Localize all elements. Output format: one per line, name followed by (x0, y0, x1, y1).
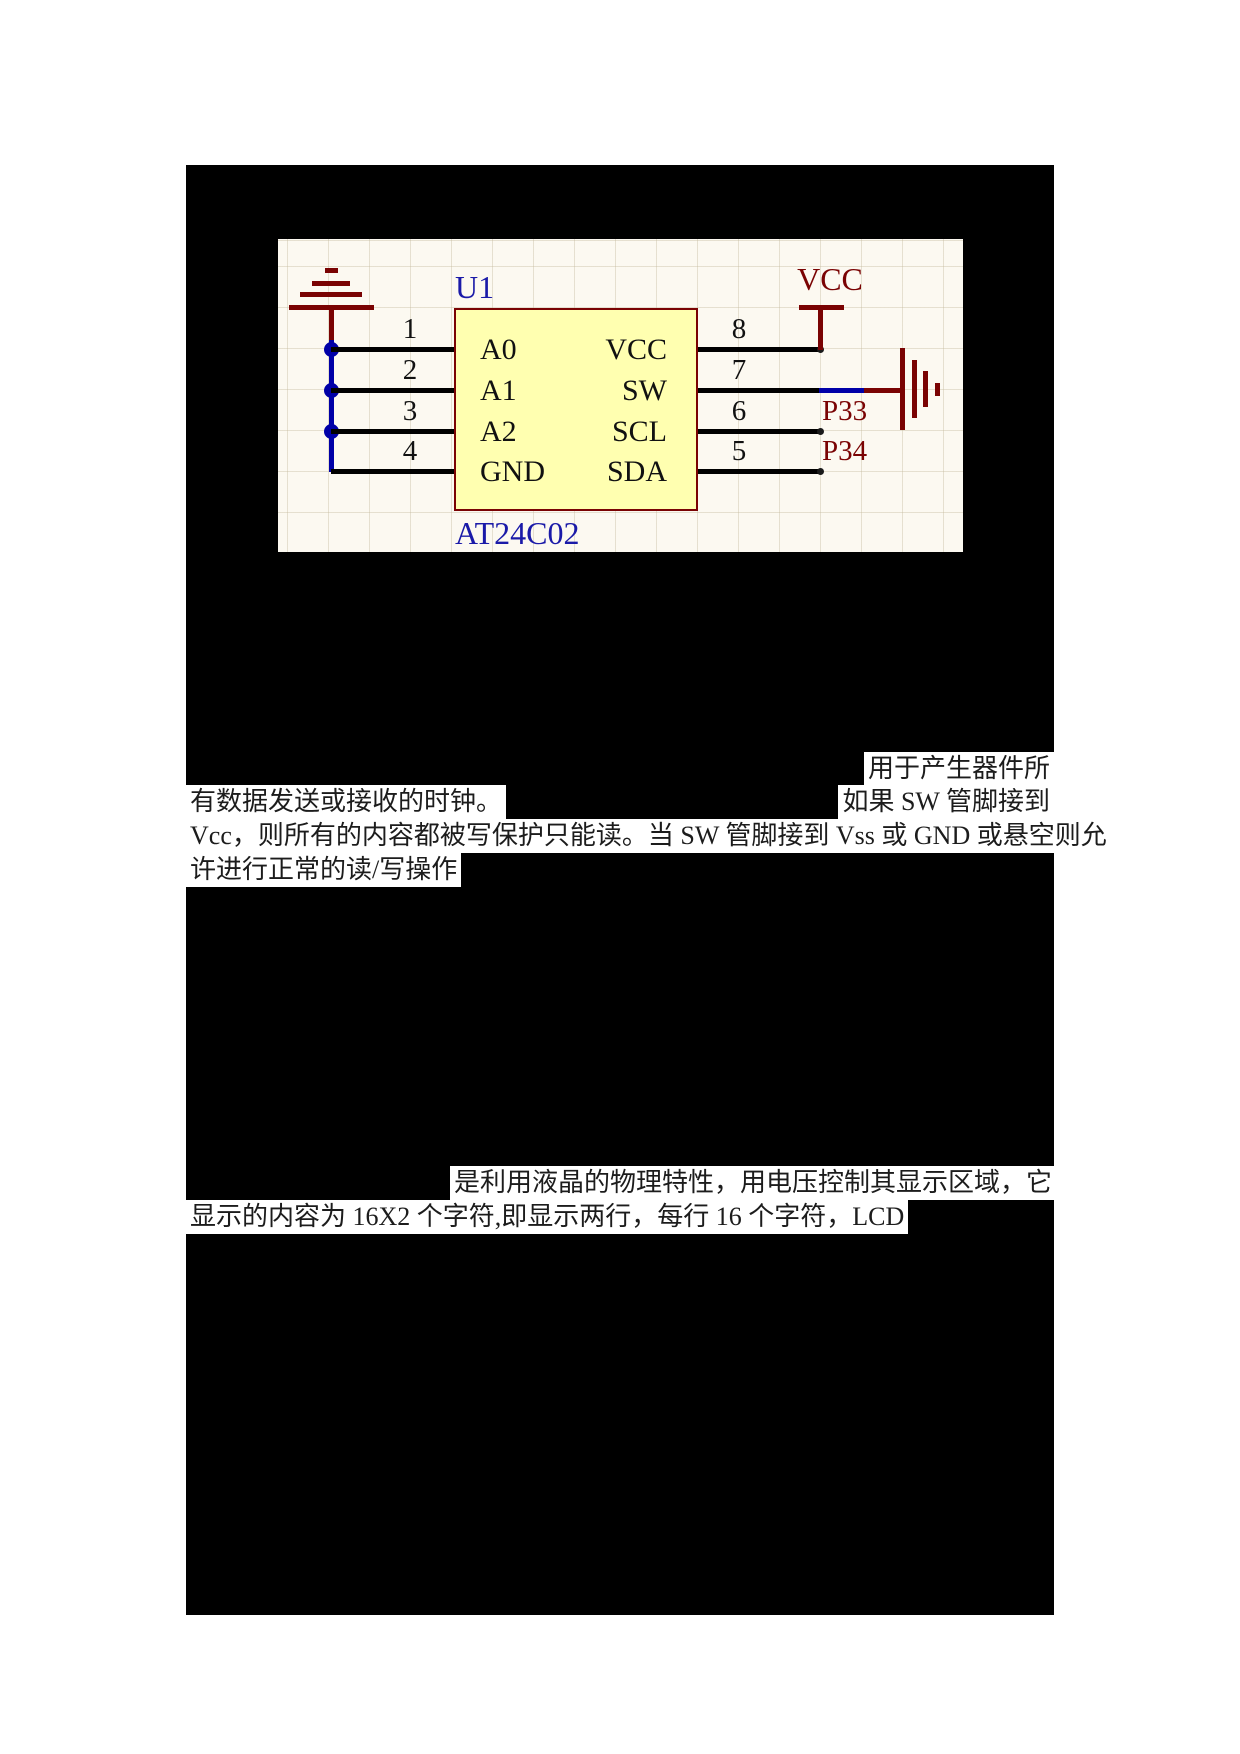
wire-pin4 (331, 469, 454, 474)
pin-number-2: 2 (402, 354, 418, 386)
pin-name-scl: SCL (611, 415, 667, 448)
wire-pin3 (331, 429, 454, 434)
wire-pin7 (698, 388, 819, 393)
text-line-right-2: 如果 SW 管脚接到 (838, 785, 1054, 819)
pin-name-sw: SW (622, 374, 667, 407)
right-ground-bar-1 (900, 348, 905, 430)
pin-number-6: 6 (731, 395, 747, 427)
ground-bar-4 (289, 305, 374, 310)
pin-number-1: 1 (402, 313, 418, 345)
pin-number-4: 4 (402, 435, 418, 467)
wire-pin6 (698, 429, 821, 434)
address-bus-wire (329, 340, 334, 472)
pin-name-gnd: GND (480, 455, 545, 488)
net-label-p34: P34 (822, 435, 868, 467)
designator-label: U1 (455, 269, 495, 305)
pin-name-a0: A0 (480, 333, 517, 366)
vcc-bar (799, 305, 844, 310)
wire-pin8 (698, 347, 820, 352)
wire-pin5 (698, 469, 821, 474)
wire-pin7-blue (819, 388, 864, 393)
vcc-stem (818, 308, 823, 350)
ic-body (454, 308, 698, 511)
right-ground-bar-2 (912, 360, 917, 418)
text-line-4: 许进行正常的读/写操作 (186, 853, 462, 887)
right-ground-bar-4 (935, 383, 940, 396)
ground-bar-3 (300, 292, 362, 297)
pin-name-a1: A1 (480, 374, 517, 407)
text-line-3: Vcc，则所有的内容都被写保护只能读。当 SW 管脚接到 Vss 或 GND 或… (186, 819, 1111, 853)
wire-pin1 (331, 347, 454, 352)
pin-number-8: 8 (731, 313, 747, 345)
ground-bar-1 (325, 268, 338, 273)
schematic-panel: 1 2 3 4 A0 A1 A2 GND VCC SW SCL SDA U1 A… (278, 239, 963, 552)
ground-bar-2 (312, 281, 350, 286)
wire-pin2 (331, 388, 454, 393)
vcc-net-label: VCC (797, 261, 863, 297)
ground-stem (329, 310, 334, 342)
pin-number-7: 7 (731, 354, 747, 386)
part-number-label: AT24C02 (455, 515, 580, 551)
lcd-text-line-2: 显示的内容为 16X2 个字符,即显示两行，每行 16 个字符，LCD (186, 1200, 909, 1234)
pin-number-5: 5 (731, 435, 747, 467)
pin-name-a2: A2 (480, 415, 517, 448)
text-line-right-1: 用于产生器件所 (863, 752, 1054, 786)
lcd-text-line-1: 是利用液晶的物理特性，用电压控制其显示区域，它 (450, 1166, 1057, 1200)
net-label-p33: P33 (822, 395, 868, 427)
pin-name-sda: SDA (606, 455, 667, 488)
pin-number-3: 3 (402, 395, 418, 427)
wire-end-dot-pin6 (817, 428, 824, 435)
pin-name-vcc: VCC (605, 333, 667, 366)
text-line-left-2: 有数据发送或接收的时钟。 (186, 785, 507, 819)
wire-end-dot-pin5 (817, 468, 824, 475)
wire-pin7-red (864, 388, 902, 393)
right-ground-bar-3 (923, 371, 928, 407)
